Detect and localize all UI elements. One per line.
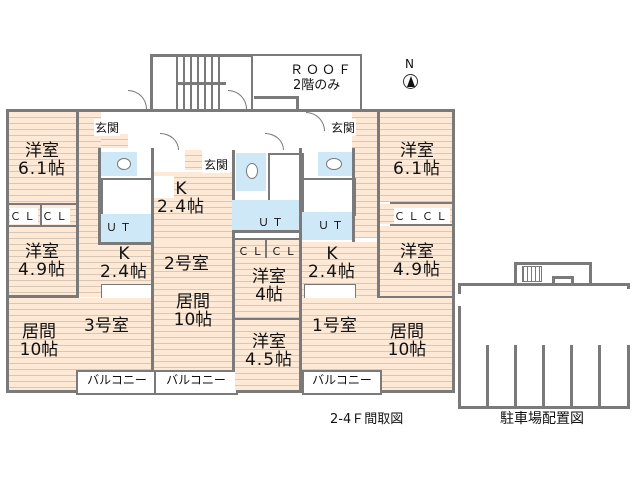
unit-2-living-label: 居間 10帖 xyxy=(173,292,213,330)
unit-1-closet-label-4: ＣＬ xyxy=(271,245,299,258)
unit-1-kitchen-label: K 2.4帖 xyxy=(307,244,357,282)
north-label: N xyxy=(405,57,414,71)
unit-1-living-label: 居間 10帖 xyxy=(387,322,427,360)
unit-1-western-room-2-label: 洋室 4.9帖 xyxy=(392,242,442,280)
unit-2-utility-label: ＵＴ xyxy=(258,216,286,229)
floor-plan: ＲＯＯＦ 2階のみ N 洋室 6.1帖 ＣＬ ＣＬ 洋室 4.9帖 ＵＴ 玄関 … xyxy=(6,54,455,395)
roof-area xyxy=(252,54,362,112)
unit-3-living-label: 居間 10帖 xyxy=(19,322,59,360)
unit-3-closet-label-1: ＣＬ xyxy=(10,208,38,224)
unit-1-western-room-3-label: 洋室 4帖 xyxy=(252,267,286,305)
unit-3-closet-label-2: ＣＬ xyxy=(42,208,70,224)
unit-3-utility-label: ＵＴ xyxy=(106,221,134,234)
unit-1-western-room-3 xyxy=(235,258,299,318)
unit-2-balcony: バルコニー xyxy=(154,370,238,395)
unit-2-name: 2号室 xyxy=(164,254,209,274)
unit-3-western-room-1-label: 洋室 6.1帖 xyxy=(17,141,67,179)
unit-3-western-room-2-label: 洋室 4.9帖 xyxy=(17,242,67,280)
floor-plan-caption: 2-4Ｆ間取図 xyxy=(330,412,404,427)
unit-2-kitchen-label: K 2.4帖 xyxy=(156,179,206,217)
unit-3-western-room-2 xyxy=(9,227,76,295)
unit-1-closet-label-2: ＣＬ xyxy=(422,208,450,224)
unit-1-western-room-2 xyxy=(380,226,452,296)
unit-3-name: 3号室 xyxy=(84,316,129,336)
unit-3-kitchen-label: K 2.4帖 xyxy=(99,244,149,282)
unit-1-western-room-1-label: 洋室 6.1帖 xyxy=(392,141,442,179)
unit-1-closet-row xyxy=(235,240,299,258)
parking-caption: 駐車場配置図 xyxy=(500,411,584,427)
unit-1-western-room-4 xyxy=(235,320,299,390)
unit-1-entrance-label: 玄関 xyxy=(330,119,357,136)
roof-note: 2階のみ xyxy=(293,78,341,93)
unit-1-western-room-1 xyxy=(380,112,452,202)
unit-1-utility-label: ＵＴ xyxy=(318,219,346,232)
unit-3-balcony: バルコニー xyxy=(76,370,158,395)
unit-2-utility xyxy=(232,200,302,230)
unit-1-hallway xyxy=(352,112,377,238)
common-corridor xyxy=(128,112,328,150)
roof-label: ＲＯＯＦ xyxy=(290,63,355,78)
unit-3-western-room-1 xyxy=(9,112,76,204)
parking-stairs xyxy=(522,266,542,282)
parking-plan xyxy=(456,260,636,409)
unit-1-closet-label-1: ＣＬ xyxy=(394,208,422,224)
unit-2-living xyxy=(154,242,232,370)
unit-2-entrance-label: 玄関 xyxy=(203,156,230,173)
unit-1-closet-label-3: ＣＬ xyxy=(238,245,266,258)
unit-3-bathroom xyxy=(101,178,155,216)
unit-1-bathroom xyxy=(302,178,356,216)
unit-1-name: 1号室 xyxy=(312,316,357,336)
unit-3-utility xyxy=(101,214,151,242)
unit-1-utility xyxy=(302,212,352,240)
unit-2-kitchen-k xyxy=(154,176,174,198)
unit-1-balcony: バルコニー xyxy=(302,370,382,395)
door-icon xyxy=(128,90,147,109)
north-arrow-icon xyxy=(403,74,418,89)
unit-3-entrance-label: 玄関 xyxy=(94,119,121,136)
unit-1-western-room-4-label: 洋室 4.5帖 xyxy=(244,332,294,370)
